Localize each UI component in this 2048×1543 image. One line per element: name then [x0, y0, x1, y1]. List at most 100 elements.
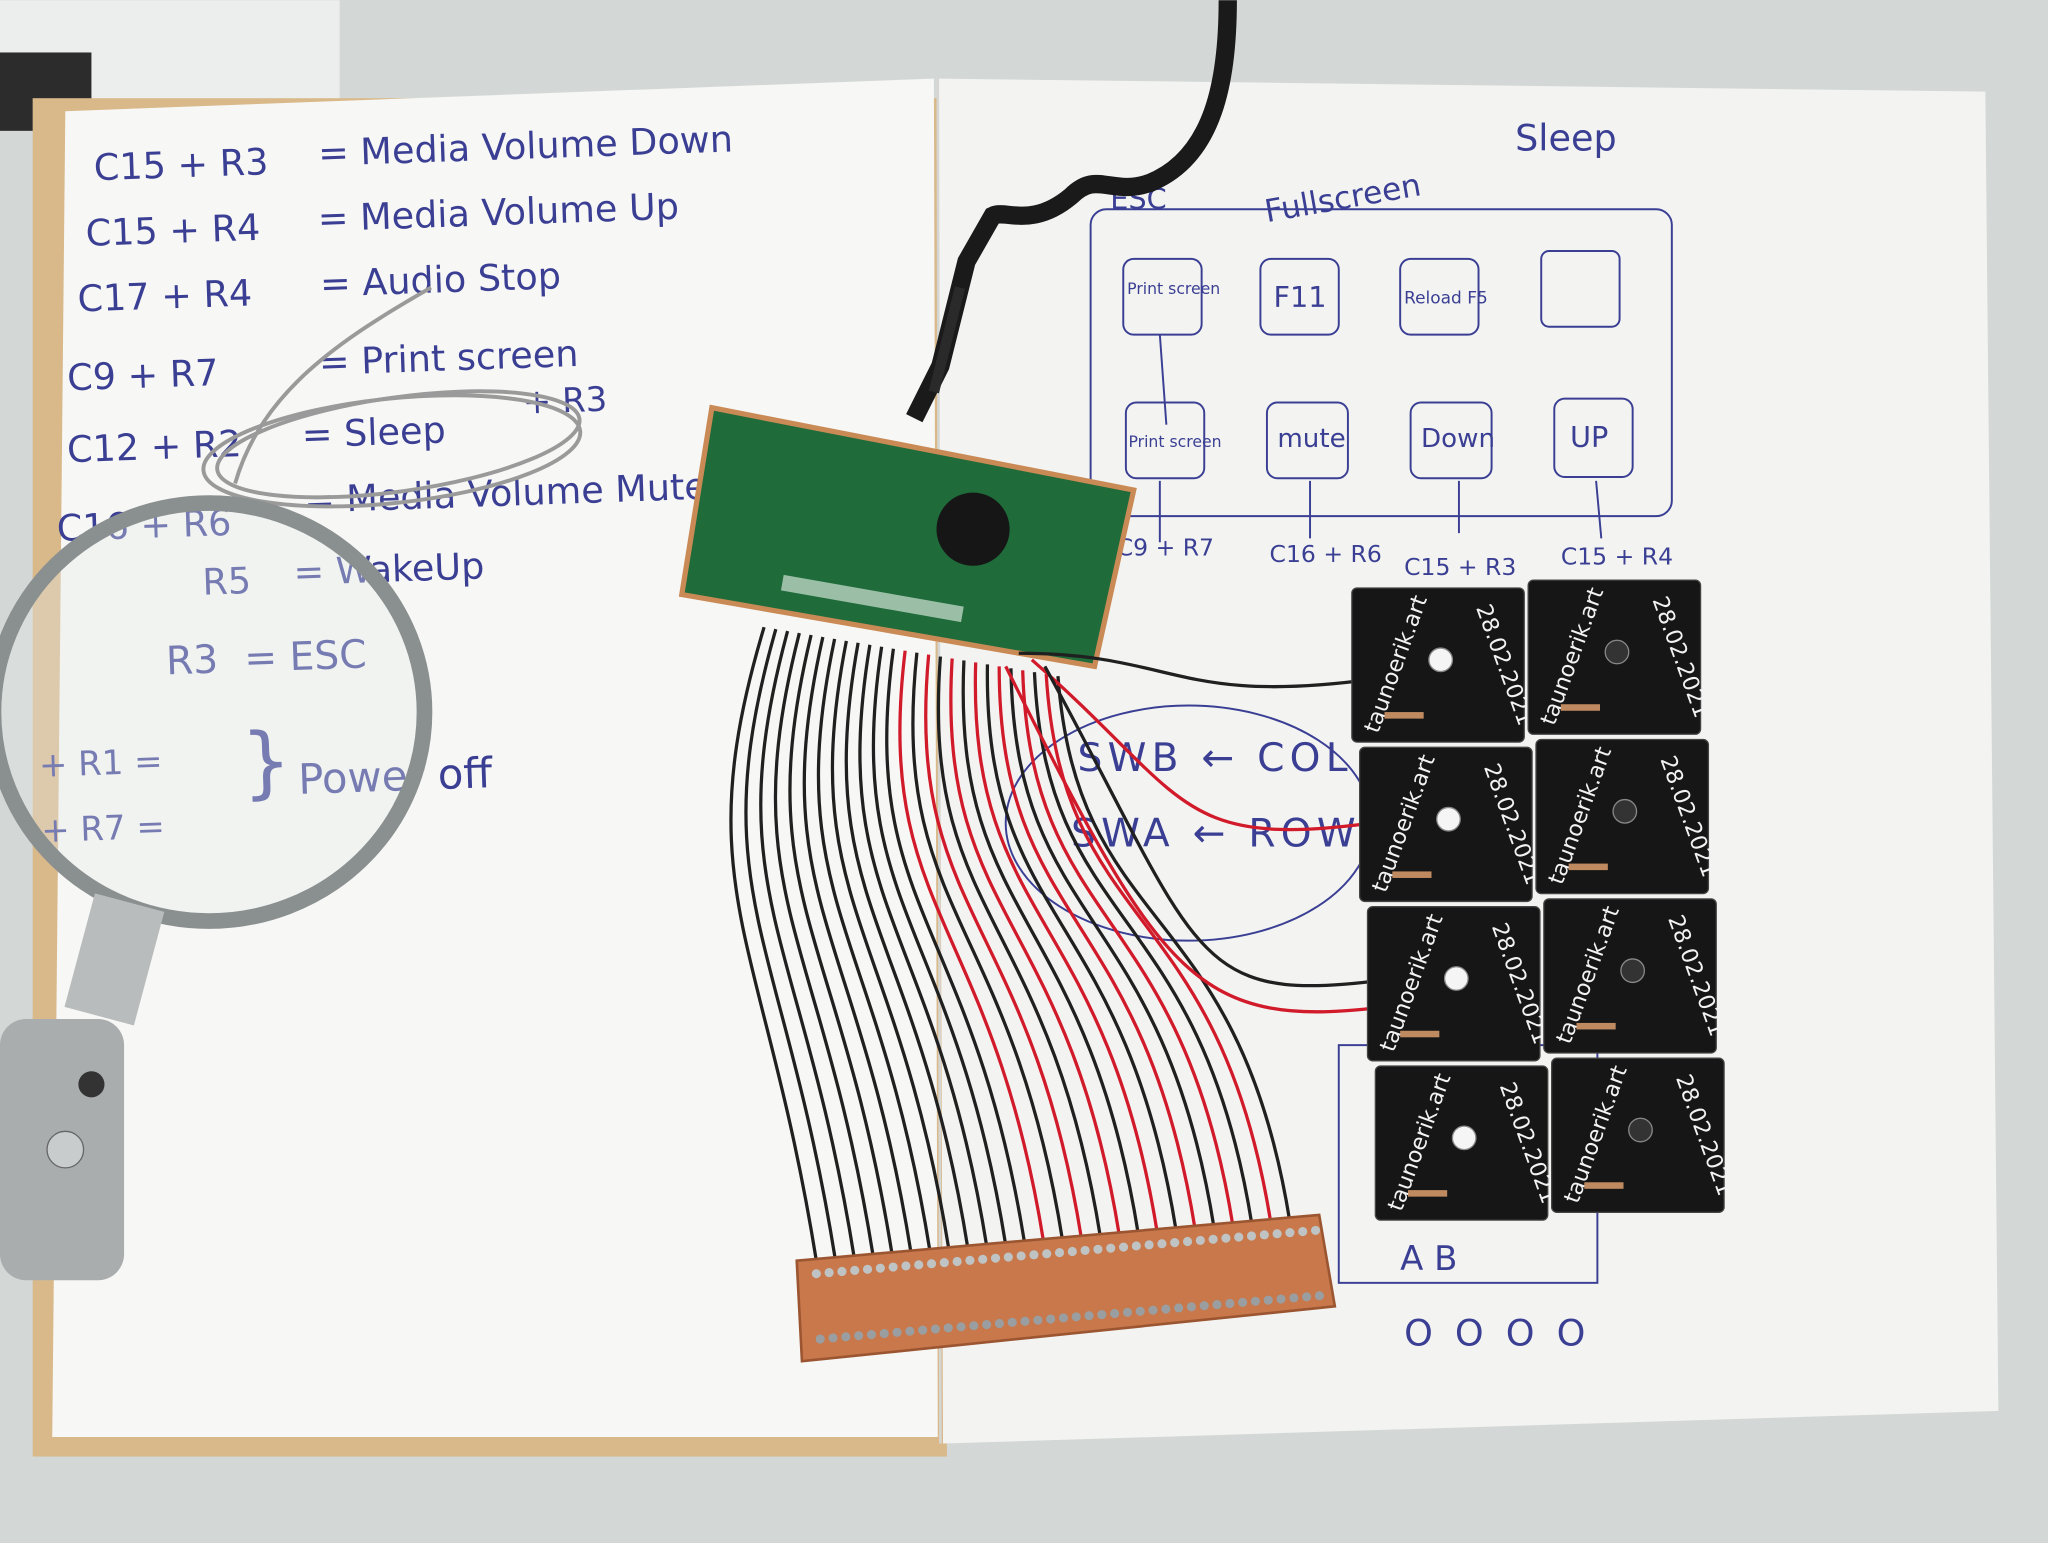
black-wire — [985, 664, 1178, 1232]
solder-pad — [1007, 1317, 1017, 1327]
solder-pad — [1234, 1232, 1244, 1242]
red-wire — [1044, 674, 1273, 1224]
notebook-spine — [936, 78, 942, 1444]
solder-pad — [879, 1328, 889, 1339]
black-wire — [871, 646, 1008, 1246]
solder-pad — [1302, 1292, 1312, 1302]
note-combo: + R1 = — [38, 742, 163, 786]
note-combo: + R7 = — [41, 807, 166, 851]
solder-pad — [1199, 1301, 1209, 1311]
red-wire — [924, 654, 1084, 1239]
solder-pad — [1246, 1231, 1257, 1241]
note-combo: C17 + R4 — [77, 271, 253, 320]
solder-pad — [1285, 1228, 1295, 1238]
note-combo: C9 + R7 — [66, 351, 219, 399]
solder-pad — [994, 1318, 1005, 1329]
solder-pad — [811, 1269, 821, 1279]
solder-pad — [892, 1327, 902, 1337]
solder-pad — [930, 1324, 941, 1334]
solder-pad — [1161, 1304, 1171, 1314]
sketch-key — [1553, 397, 1634, 478]
note-action: = Sleep — [301, 408, 446, 456]
solder-pad — [1208, 1234, 1218, 1244]
solder-pad — [1238, 1297, 1248, 1307]
key-label: Print screen — [1128, 432, 1221, 451]
solder-pad — [854, 1331, 864, 1341]
solder-pad — [1106, 1243, 1116, 1253]
sketch-key — [1409, 401, 1493, 480]
solder-pad — [1157, 1239, 1167, 1249]
combo-label: C15 + R4 — [1561, 542, 1673, 570]
solder-pad — [1122, 1307, 1133, 1317]
row-col-wire — [1030, 658, 1372, 832]
solder-pad — [1118, 1242, 1129, 1252]
combo-label: C15 + R3 — [1404, 553, 1516, 581]
solder-pad — [1110, 1308, 1120, 1319]
power-off-label: Power off — [297, 748, 494, 804]
black-wire — [816, 638, 932, 1252]
brace: } — [240, 716, 293, 809]
solder-pad — [1093, 1244, 1103, 1254]
note-action: = Audio Stop — [319, 254, 561, 305]
solder-pad — [965, 1255, 975, 1265]
sketch-key — [1265, 401, 1349, 480]
solder-pad — [901, 1261, 911, 1271]
wiring-note: SWA ← ROW — [1071, 812, 1361, 857]
solder-pad — [1272, 1229, 1282, 1239]
solder-pad — [1003, 1252, 1013, 1262]
black-wire — [802, 636, 913, 1254]
solder-pad — [866, 1329, 877, 1340]
black-wire — [961, 660, 1140, 1235]
sketch-key — [1399, 257, 1480, 336]
note-combo: C15 + R4 — [85, 206, 261, 255]
solder-pad — [1250, 1296, 1261, 1306]
solder-pad — [1042, 1249, 1052, 1259]
solder-pad — [1033, 1315, 1043, 1325]
solder-pad — [990, 1253, 1001, 1263]
row-col-wire — [1004, 665, 1392, 1014]
black-wire — [759, 630, 856, 1258]
solder-pad — [1221, 1233, 1231, 1243]
sketch-key — [1259, 257, 1340, 336]
note-action: = Print screen — [318, 332, 579, 384]
red-wire — [898, 650, 1046, 1243]
key-label: mute — [1277, 424, 1345, 454]
cable-wires — [928, 286, 966, 394]
black-wire — [1056, 676, 1292, 1222]
solder-pad — [888, 1262, 898, 1272]
solder-pad — [824, 1268, 834, 1278]
solder-pad — [982, 1320, 992, 1330]
black-wire — [1032, 672, 1254, 1225]
resistor — [1560, 704, 1600, 711]
red-wire — [1021, 670, 1235, 1227]
solder-pad — [1310, 1225, 1321, 1235]
sketch-key — [1122, 257, 1203, 336]
black-wire — [729, 626, 818, 1261]
magnifying-glass — [0, 495, 433, 1281]
solder-pad — [841, 1332, 851, 1342]
solder-pad — [815, 1334, 825, 1344]
note-combo: C12 + R2 — [66, 422, 242, 471]
row-col-wire — [1043, 665, 1385, 988]
solder-pad — [939, 1258, 949, 1268]
resistor — [1584, 1182, 1624, 1189]
protoboard — [795, 1213, 1337, 1363]
solder-pad — [1298, 1226, 1308, 1237]
solder-pad — [1046, 1314, 1056, 1324]
note-action: = ESC — [244, 632, 368, 681]
controller-pcb — [678, 404, 1137, 670]
black-wire — [744, 628, 837, 1260]
row-col-wire — [1018, 651, 1372, 689]
solder-pad — [918, 1325, 928, 1335]
key-label: Down — [1421, 424, 1495, 454]
solder-pad — [1097, 1310, 1107, 1320]
red-wire — [949, 658, 1121, 1236]
solder-pad — [850, 1265, 860, 1275]
solder-pad — [875, 1263, 885, 1273]
solder-pad — [978, 1254, 988, 1264]
